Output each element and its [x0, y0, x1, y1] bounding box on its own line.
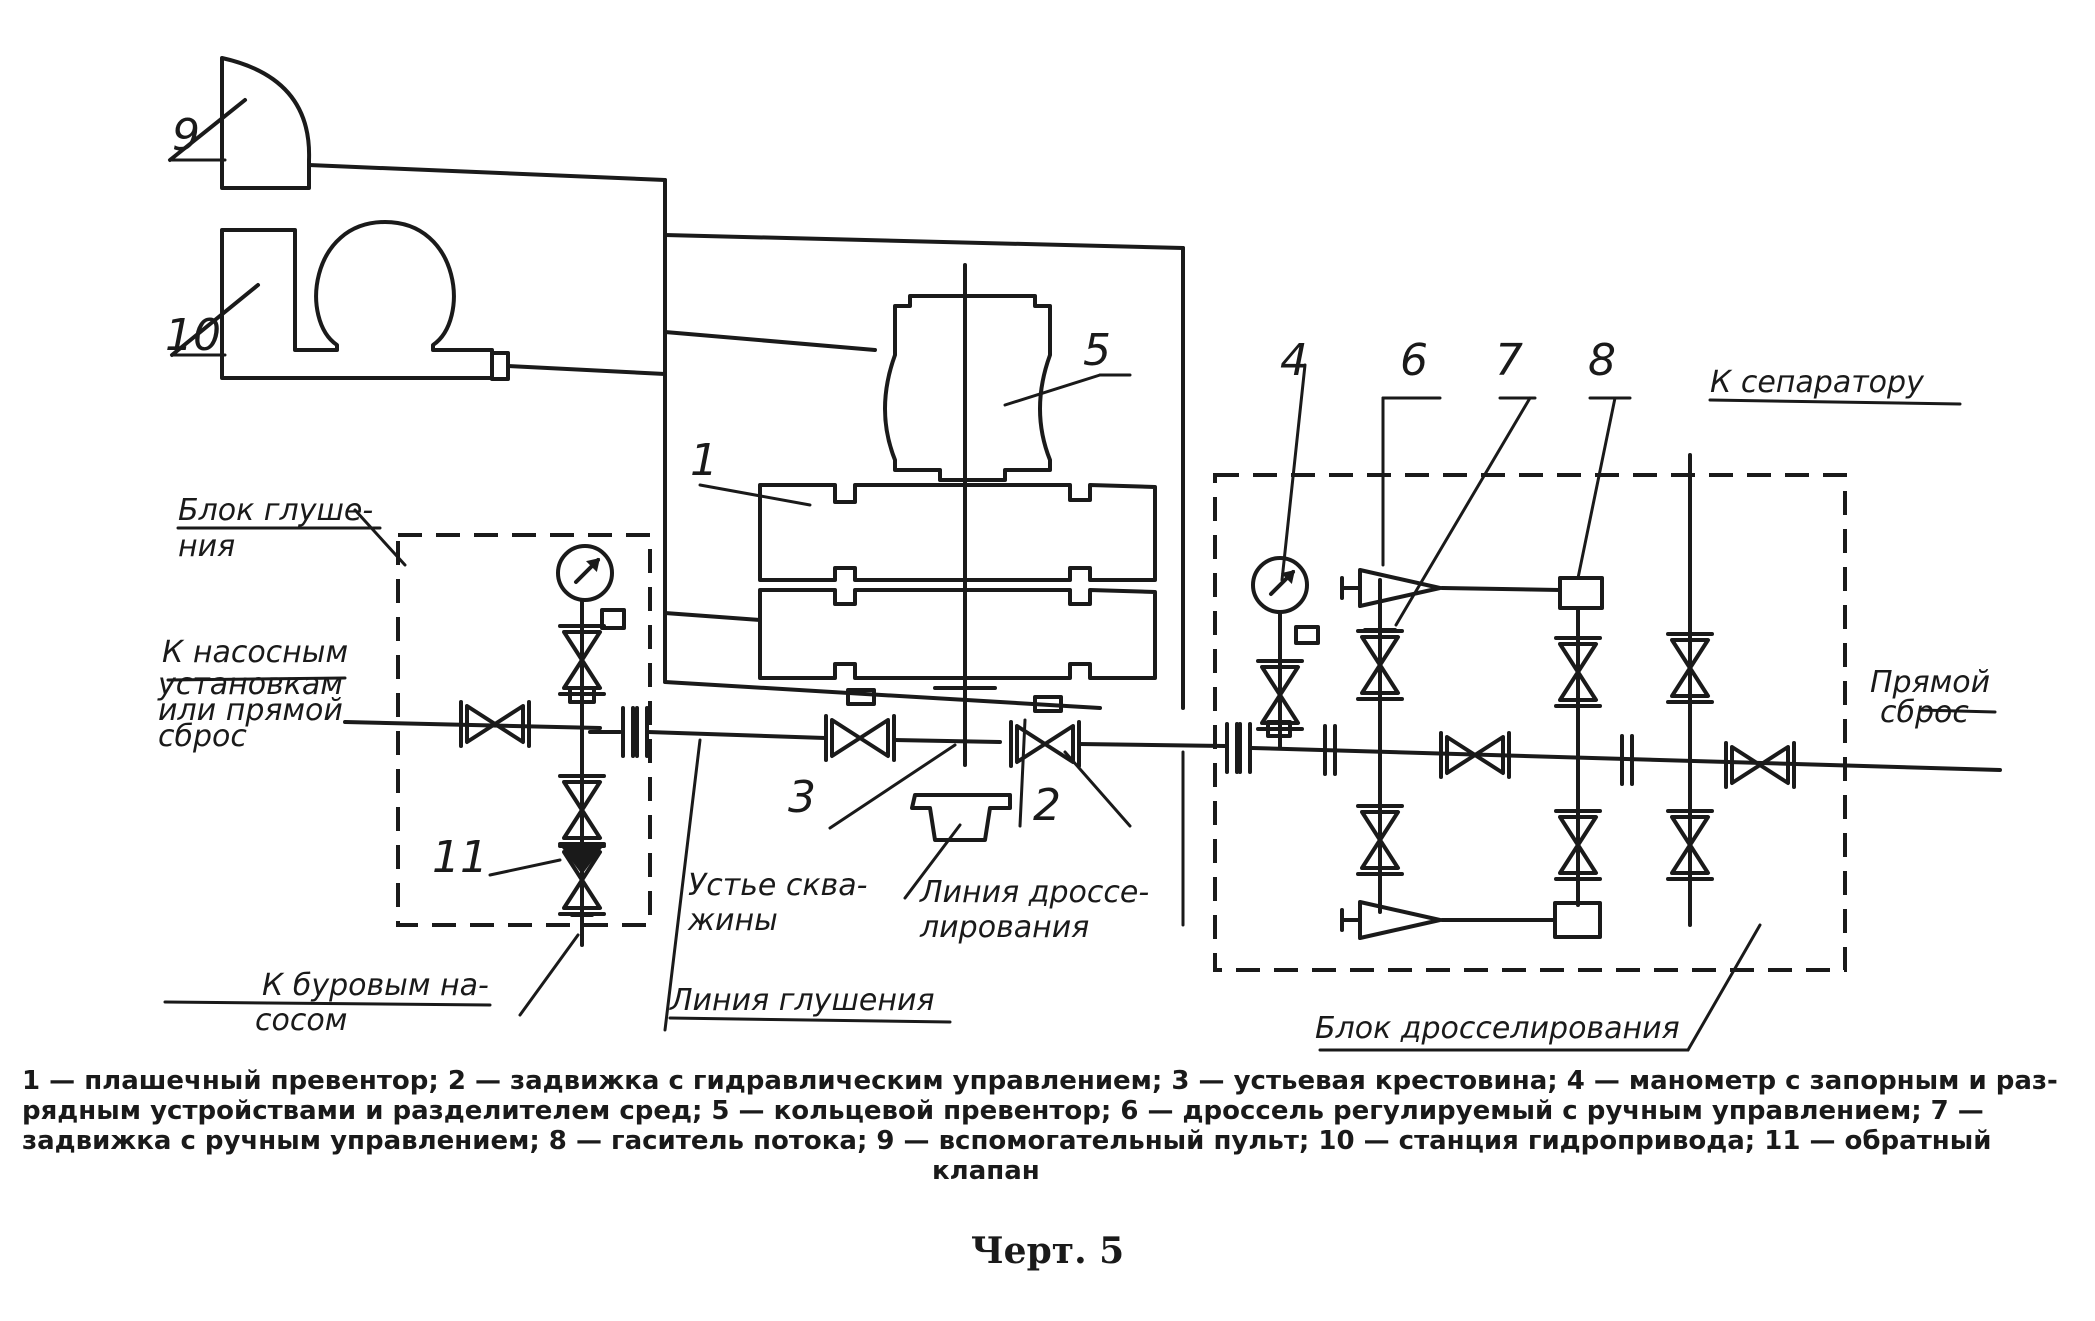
legend: 1 — плашечный превентор; 2 — задвижка с …: [22, 1066, 2062, 1186]
legend-line: задвижка с ручным управлением; 8 — гасит…: [22, 1126, 1992, 1156]
wellhead-label-1: Устье сква-: [688, 868, 867, 903]
wellhead-cross: [828, 686, 1012, 900]
legend-line: клапан: [932, 1156, 1040, 1186]
wellhead-label-2: жины: [687, 903, 778, 938]
pump-units-label-3: или прямой: [158, 693, 343, 728]
control-lines: [663, 233, 1185, 710]
direct-discharge-label-1: Прямой: [1870, 665, 1990, 700]
pump-units-label-1: К насосным: [162, 635, 348, 670]
choke-leaders: [1280, 363, 1997, 714]
pump-units-label-4: сброс: [158, 719, 247, 754]
hydraulic-valve: [1009, 695, 1227, 927]
label-6: 6: [1400, 335, 1428, 386]
label-7: 7: [1495, 335, 1523, 386]
kill-block-label-2: ния: [178, 529, 235, 564]
label-4: 4: [1280, 335, 1308, 386]
label-10: 10: [165, 310, 221, 361]
label-3: 3: [788, 772, 816, 823]
legend-line: рядным устройствами и разделителем сред;…: [22, 1096, 1984, 1126]
choke-line-label-2: лирования: [919, 910, 1089, 945]
legend-line: 1 — плашечный превентор; 2 — задвижка с …: [22, 1066, 2058, 1096]
label-9: 9: [172, 110, 200, 161]
kill-block-label-1: Блок глуше-: [178, 493, 373, 528]
annular-preventer: [883, 294, 1132, 482]
label-5: 5: [1083, 325, 1111, 376]
label-11: 11: [432, 832, 488, 883]
kill-block: [343, 508, 652, 1017]
kill-line: [635, 688, 1002, 1032]
drilling-pumps-label-1: К буровым на-: [262, 968, 489, 1003]
separator-label: К сепаратору: [1710, 365, 1925, 400]
direct-discharge-label-2: сброс: [1880, 695, 1969, 730]
label-2: 2: [1033, 780, 1061, 831]
choke-block: [1213, 453, 2002, 1052]
pump-units-label-2: установкам: [157, 667, 343, 702]
ram-preventers: [698, 483, 1157, 680]
kill-line-label: Линия глушения: [669, 983, 935, 1018]
hydraulic-drive-station: [170, 220, 667, 381]
figure-caption: Черт. 5: [970, 1230, 1125, 1272]
label-1: 1: [690, 435, 718, 486]
drilling-pumps-label-2: сосом: [255, 1003, 347, 1038]
choke-block-label: Блок дросселирования: [1315, 1011, 1680, 1046]
choke-line-label-1: Линия дроссе-: [919, 875, 1149, 910]
auxiliary-control-panel: [168, 56, 667, 682]
label-8: 8: [1588, 335, 1616, 386]
